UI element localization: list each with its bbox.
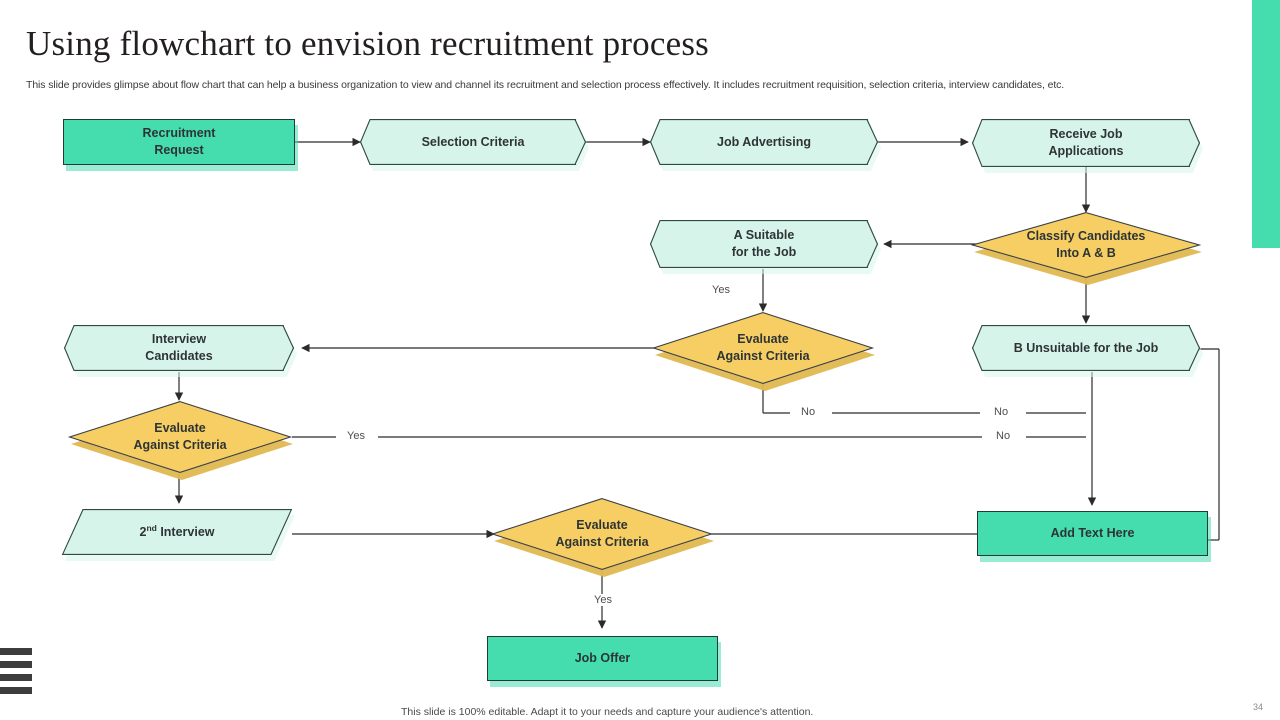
evaluate-line2: Against Criteria (716, 349, 810, 363)
node-body (63, 119, 295, 165)
node-label: Recruitment Request (129, 125, 230, 159)
node-label: Interview Candidates (131, 331, 226, 365)
node-body (487, 636, 718, 681)
node-interview-candidates[interactable]: Interview Candidates (64, 325, 297, 377)
node-body (64, 325, 294, 371)
node-add-text-here[interactable]: Add Text Here (977, 511, 1211, 562)
evaluate-line1: Evaluate (576, 518, 628, 533)
node-selection-criteria[interactable]: Selection Criteria (360, 119, 589, 171)
brand-logo-icon (0, 648, 32, 696)
page-title: Using flowchart to envision recruitment … (26, 24, 709, 63)
edge-label-yes-a-suitable: Yes (709, 284, 733, 296)
accent-bar-decoration (1252, 0, 1280, 248)
recruitment-request-line1: Recruitment (142, 126, 216, 141)
a-suitable-line1: A Suitable (733, 228, 795, 243)
node-label: Job Advertising (717, 134, 811, 149)
logo-bar (0, 674, 32, 681)
node-b-unsuitable-for-the-job[interactable]: B Unsuitable for the Job (972, 325, 1203, 377)
a-suitable-line2: for the Job (731, 245, 797, 259)
logo-bar (0, 648, 32, 655)
recruitment-request-line2: Request (154, 143, 204, 157)
classify-line2: Into A & B (1056, 246, 1116, 260)
node-job-offer[interactable]: Job Offer (487, 636, 721, 687)
node-label: Evaluate Against Criteria (541, 517, 662, 551)
evaluate-line2: Against Criteria (555, 535, 649, 549)
node-recruitment-request[interactable]: Recruitment Request (63, 119, 298, 171)
node-evaluate-against-criteria-3[interactable]: Evaluate Against Criteria (490, 498, 714, 577)
node-label: Job Offer (574, 651, 631, 666)
node-label: Add Text Here (1050, 526, 1135, 541)
node-second-interview[interactable]: 2nd Interview (61, 509, 295, 561)
page-number: 34 (1253, 702, 1264, 712)
node-label: Evaluate Against Criteria (119, 420, 240, 454)
node-body (977, 511, 1208, 556)
node-classify-candidates[interactable]: Classify Candidates Into A & B (970, 212, 1202, 285)
receive-job-line1: Receive Job (1049, 127, 1123, 142)
edge-label-yes-left-eval: Yes (344, 430, 368, 442)
node-label: A Suitable for the Job (718, 227, 811, 261)
node-receive-job-applications[interactable]: Receive Job Applications (972, 119, 1203, 173)
node-body (972, 119, 1200, 167)
evaluate-line1: Evaluate (154, 421, 206, 436)
edge-label-no-upper-right: No (991, 406, 1012, 418)
node-label: 2nd Interview (125, 523, 228, 541)
node-label: Selection Criteria (421, 134, 525, 149)
edge-label-yes-bottom-eval: Yes (591, 594, 615, 606)
node-label: B Unsuitable for the Job (1013, 340, 1159, 355)
node-job-advertising[interactable]: Job Advertising (650, 119, 881, 171)
edge-label-no-lower-right: No (993, 430, 1014, 442)
node-label: Evaluate Against Criteria (702, 331, 823, 365)
node-a-suitable-for-the-job[interactable]: A Suitable for the Job (650, 220, 881, 274)
node-body (62, 509, 292, 555)
footer-note: This slide is 100% editable. Adapt it to… (401, 706, 814, 718)
evaluate-line1: Evaluate (737, 332, 789, 347)
evaluate-line2: Against Criteria (133, 438, 227, 452)
second-interview-num: 2 (139, 525, 147, 540)
node-label: Receive Job Applications (1034, 126, 1137, 160)
classify-line1: Classify Candidates (1026, 229, 1146, 244)
node-label: Classify Candidates Into A & B (1013, 228, 1160, 262)
second-interview-word: Interview (160, 525, 215, 540)
node-evaluate-against-criteria-2[interactable]: Evaluate Against Criteria (67, 401, 293, 480)
logo-bar (0, 687, 32, 694)
edge-label-no-mid: No (798, 406, 819, 418)
interview-line1: Interview (151, 332, 207, 347)
logo-bar (0, 661, 32, 668)
interview-line2: Candidates (145, 349, 213, 363)
second-interview-sup: nd (146, 522, 157, 533)
receive-job-line2: Applications (1048, 144, 1124, 158)
node-evaluate-against-criteria-1[interactable]: Evaluate Against Criteria (651, 312, 875, 391)
page-subtitle: This slide provides glimpse about flow c… (26, 79, 1065, 91)
